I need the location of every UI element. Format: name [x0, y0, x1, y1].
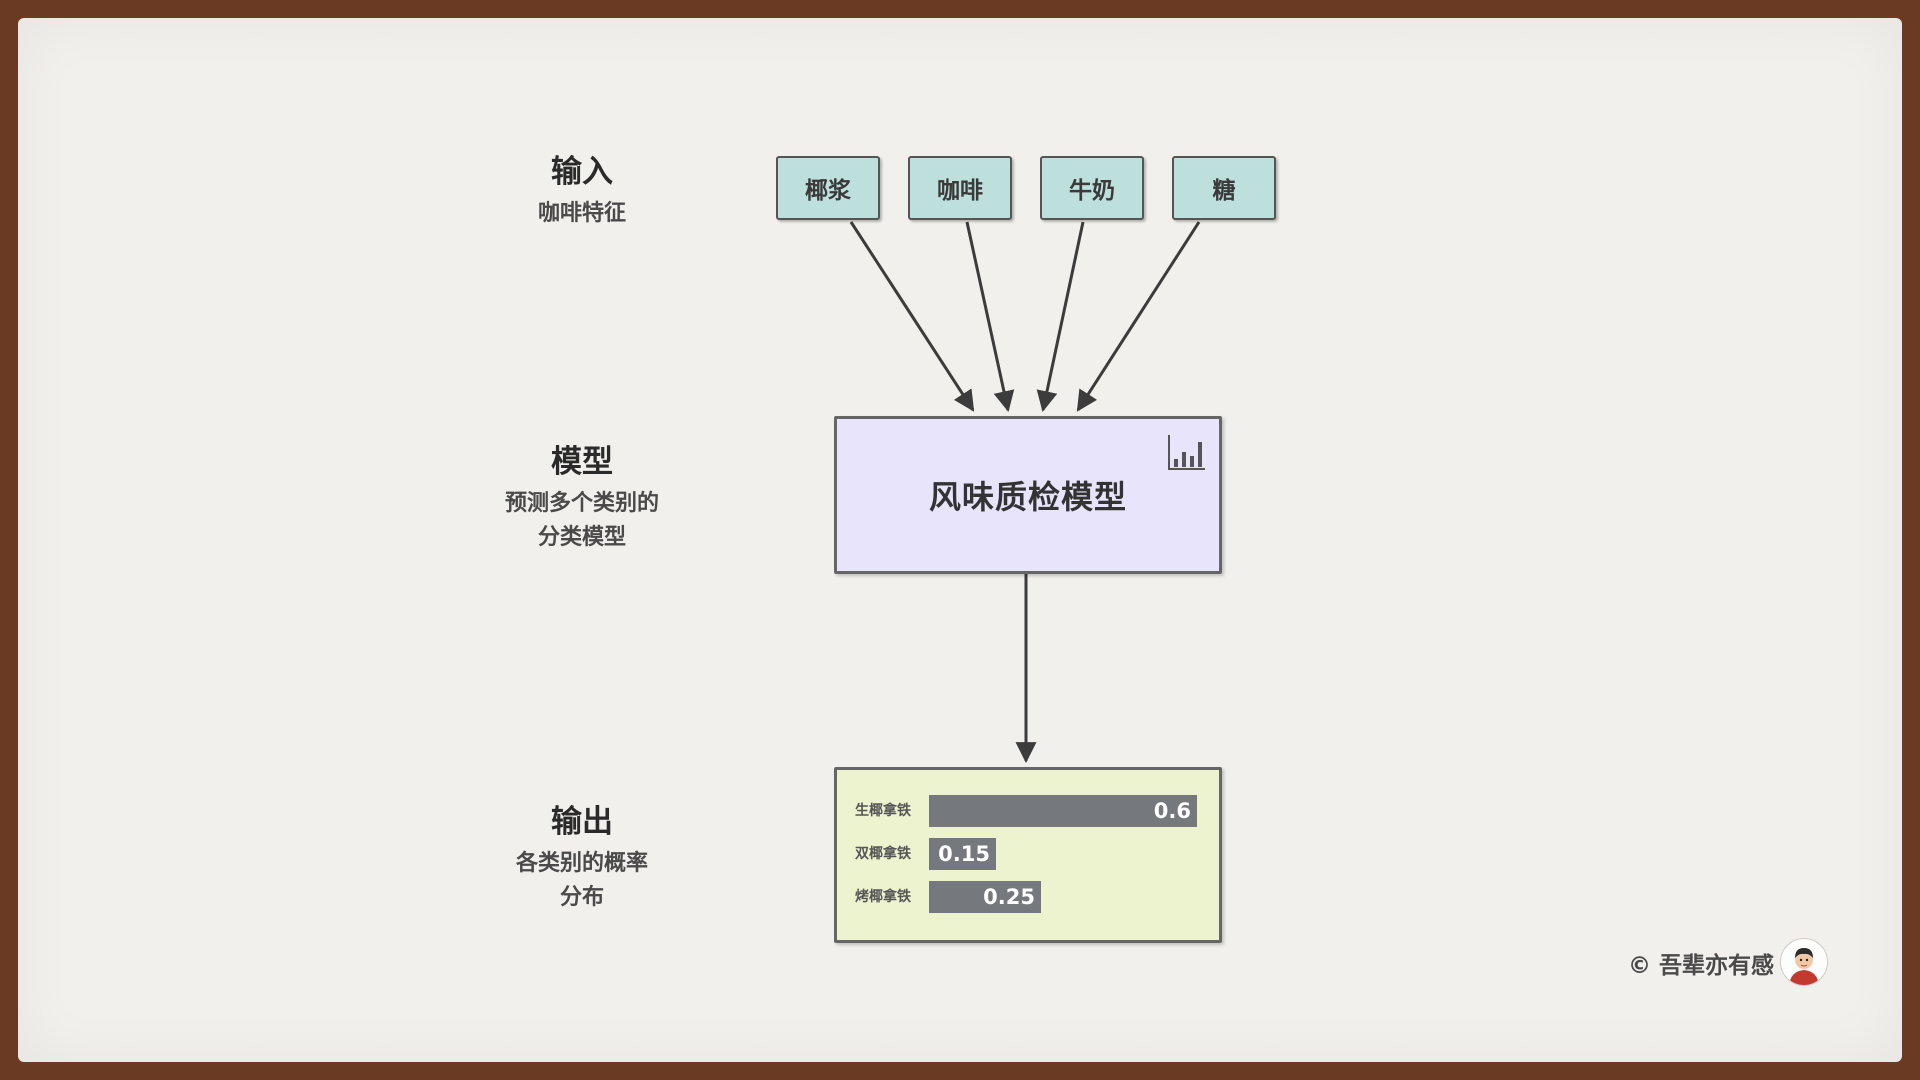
model-section-title: 模型	[551, 444, 613, 480]
arrow-feature-2	[965, 221, 1015, 413]
input-section-desc: 咖啡特征	[537, 201, 626, 226]
model-section-desc-line2: 分类模型	[537, 525, 626, 550]
feature-box-coffee: 咖啡	[908, 156, 1012, 220]
prob-row-roasted-coconut-latte: 烤椰拿铁 0.25	[837, 881, 1219, 913]
feature-box-milk: 牛奶	[1040, 156, 1144, 220]
model-box: 风味质检模型	[834, 416, 1222, 574]
output-section-desc-line2: 分布	[559, 885, 604, 910]
prob-bar: 0.6	[929, 795, 1197, 827]
value-label: 0.15	[938, 842, 990, 866]
model-section-desc-line1: 预测多个类别的	[504, 491, 659, 516]
arrow-feature-4	[1076, 221, 1201, 412]
category-label: 烤椰拿铁	[855, 889, 911, 905]
copyright-text: © 吾辈亦有感	[1627, 953, 1774, 979]
output-section-desc-line1: 各类别的概率	[515, 851, 648, 876]
prob-row-raw-coconut-latte: 生椰拿铁 0.6	[837, 795, 1219, 827]
feature-box-sugar: 糖	[1172, 156, 1276, 220]
output-probability-chart: 生椰拿铁 0.6 双椰拿铁 0.15 烤椰拿铁 0.25	[834, 767, 1222, 943]
value-label: 0.25	[983, 885, 1035, 909]
prob-bar: 0.15	[929, 838, 996, 870]
category-label: 生椰拿铁	[855, 803, 911, 819]
prob-bar: 0.25	[929, 881, 1041, 913]
feature-box-coconut-milk: 椰浆	[776, 156, 880, 220]
category-label: 双椰拿铁	[855, 846, 911, 862]
arrow-feature-3	[1036, 221, 1085, 413]
value-label: 0.6	[1153, 799, 1191, 823]
bar-chart-icon	[1168, 435, 1205, 470]
input-section-title: 输入	[551, 154, 613, 190]
avatar-icon	[1780, 938, 1828, 986]
model-label: 风味质检模型	[928, 478, 1127, 516]
arrow-feature-1	[849, 221, 975, 412]
prob-row-double-coconut-latte: 双椰拿铁 0.15	[837, 838, 1219, 870]
output-section-title: 输出	[551, 804, 613, 840]
